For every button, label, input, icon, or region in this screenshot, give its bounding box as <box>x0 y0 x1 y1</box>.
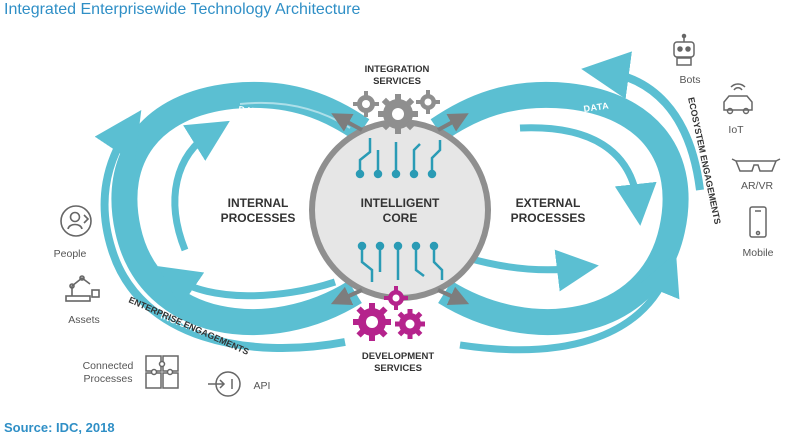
left-inner-arrow-insights <box>157 266 337 308</box>
external-label-line1: EXTERNAL <box>516 196 581 210</box>
development-label-line2: SERVICES <box>374 363 422 374</box>
core-circle <box>309 119 491 301</box>
people-label: People <box>54 248 87 260</box>
circuit-icon-bottom <box>357 241 444 282</box>
circuit-icon-top <box>355 138 442 179</box>
arvr-label: AR/VR <box>741 180 774 192</box>
external-label-line2: PROCESSES <box>511 211 586 225</box>
right-inner-arrow-upper <box>519 124 657 226</box>
source-note: Source: IDC, 2018 <box>4 420 115 435</box>
page-title: Integrated Enterprisewide Technology Arc… <box>4 1 361 18</box>
right-loop <box>430 51 704 354</box>
left-inner-arrow-upper <box>171 120 230 252</box>
core-label-line1: INTELLIGENT <box>361 196 440 210</box>
car-icon <box>723 83 753 115</box>
left-outer-ribbon <box>111 81 370 335</box>
right-outer-arrow <box>581 51 704 191</box>
connected-processes-label-line2: Processes <box>83 373 132 385</box>
connected-processes-label-line1: Connected <box>83 360 134 372</box>
right-bottom-arrow <box>459 252 680 354</box>
integration-gears-icon <box>353 90 440 134</box>
right-outer-ribbon <box>430 81 689 335</box>
integration-label-line1: INTEGRATION <box>365 64 430 75</box>
left-data-label: DATA <box>238 104 265 117</box>
api-label: API <box>254 380 271 392</box>
api-icon <box>208 371 241 397</box>
right-data-label: DATA <box>583 101 610 114</box>
development-label-line1: DEVELOPMENT <box>362 351 435 362</box>
bot-icon <box>673 33 695 66</box>
mobile-icon <box>749 206 767 238</box>
left-loop <box>94 81 370 353</box>
core-label-line2: CORE <box>383 211 418 225</box>
internal-label-line1: INTERNAL <box>228 196 289 210</box>
right-inner-arrow-actions <box>467 249 599 292</box>
iot-label: IoT <box>728 124 744 136</box>
puzzle-icon <box>145 355 179 389</box>
person-icon <box>60 205 92 237</box>
mobile-label: Mobile <box>743 247 774 259</box>
integration-label-line2: SERVICES <box>373 76 421 87</box>
assets-label: Assets <box>68 314 100 326</box>
robot-arm-icon <box>65 275 100 302</box>
intelligent-core: INTELLIGENT CORE <box>309 113 491 305</box>
vr-glasses-icon <box>731 158 781 172</box>
left-outer-arrow <box>94 110 346 353</box>
bots-label: Bots <box>679 74 700 86</box>
internal-label-line2: PROCESSES <box>221 211 296 225</box>
